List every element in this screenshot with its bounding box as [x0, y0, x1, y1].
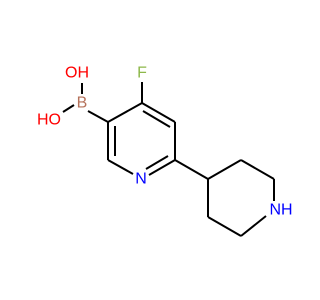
boron-atom-label: B	[77, 95, 88, 112]
piperidine-amine-label: NH	[269, 202, 292, 219]
bond-n1-c6	[107, 159, 134, 175]
bond-c4p-c3p	[207, 159, 242, 180]
bond-c3p-c2p	[240, 159, 275, 180]
pyridine-nitrogen-label: N	[135, 171, 147, 188]
bond-c5-c4	[107, 102, 143, 123]
atom-labels: B OH HO F N NH	[37, 65, 293, 219]
bond-c2-n1	[148, 159, 176, 176]
molecule-structure-diagram: B OH HO F N NH	[37, 65, 293, 237]
bond-c4-c3-double	[142, 110, 171, 128]
bond-c2-c4p	[174, 159, 209, 180]
bond-c4-c3	[141, 102, 176, 123]
hydroxyl-bottom-label: HO	[37, 112, 61, 129]
bond-lines	[62, 82, 275, 237]
fluorine-atom-label: F	[137, 65, 147, 82]
hydroxyl-top-label: OH	[65, 65, 89, 82]
bond-b-oh-bottom	[62, 104, 75, 113]
bond-c6p-c5p	[207, 216, 242, 237]
bond-c5-b	[87, 110, 109, 123]
bond-c2-n1-double	[145, 155, 169, 170]
bond-nh-c6p	[240, 215, 267, 237]
